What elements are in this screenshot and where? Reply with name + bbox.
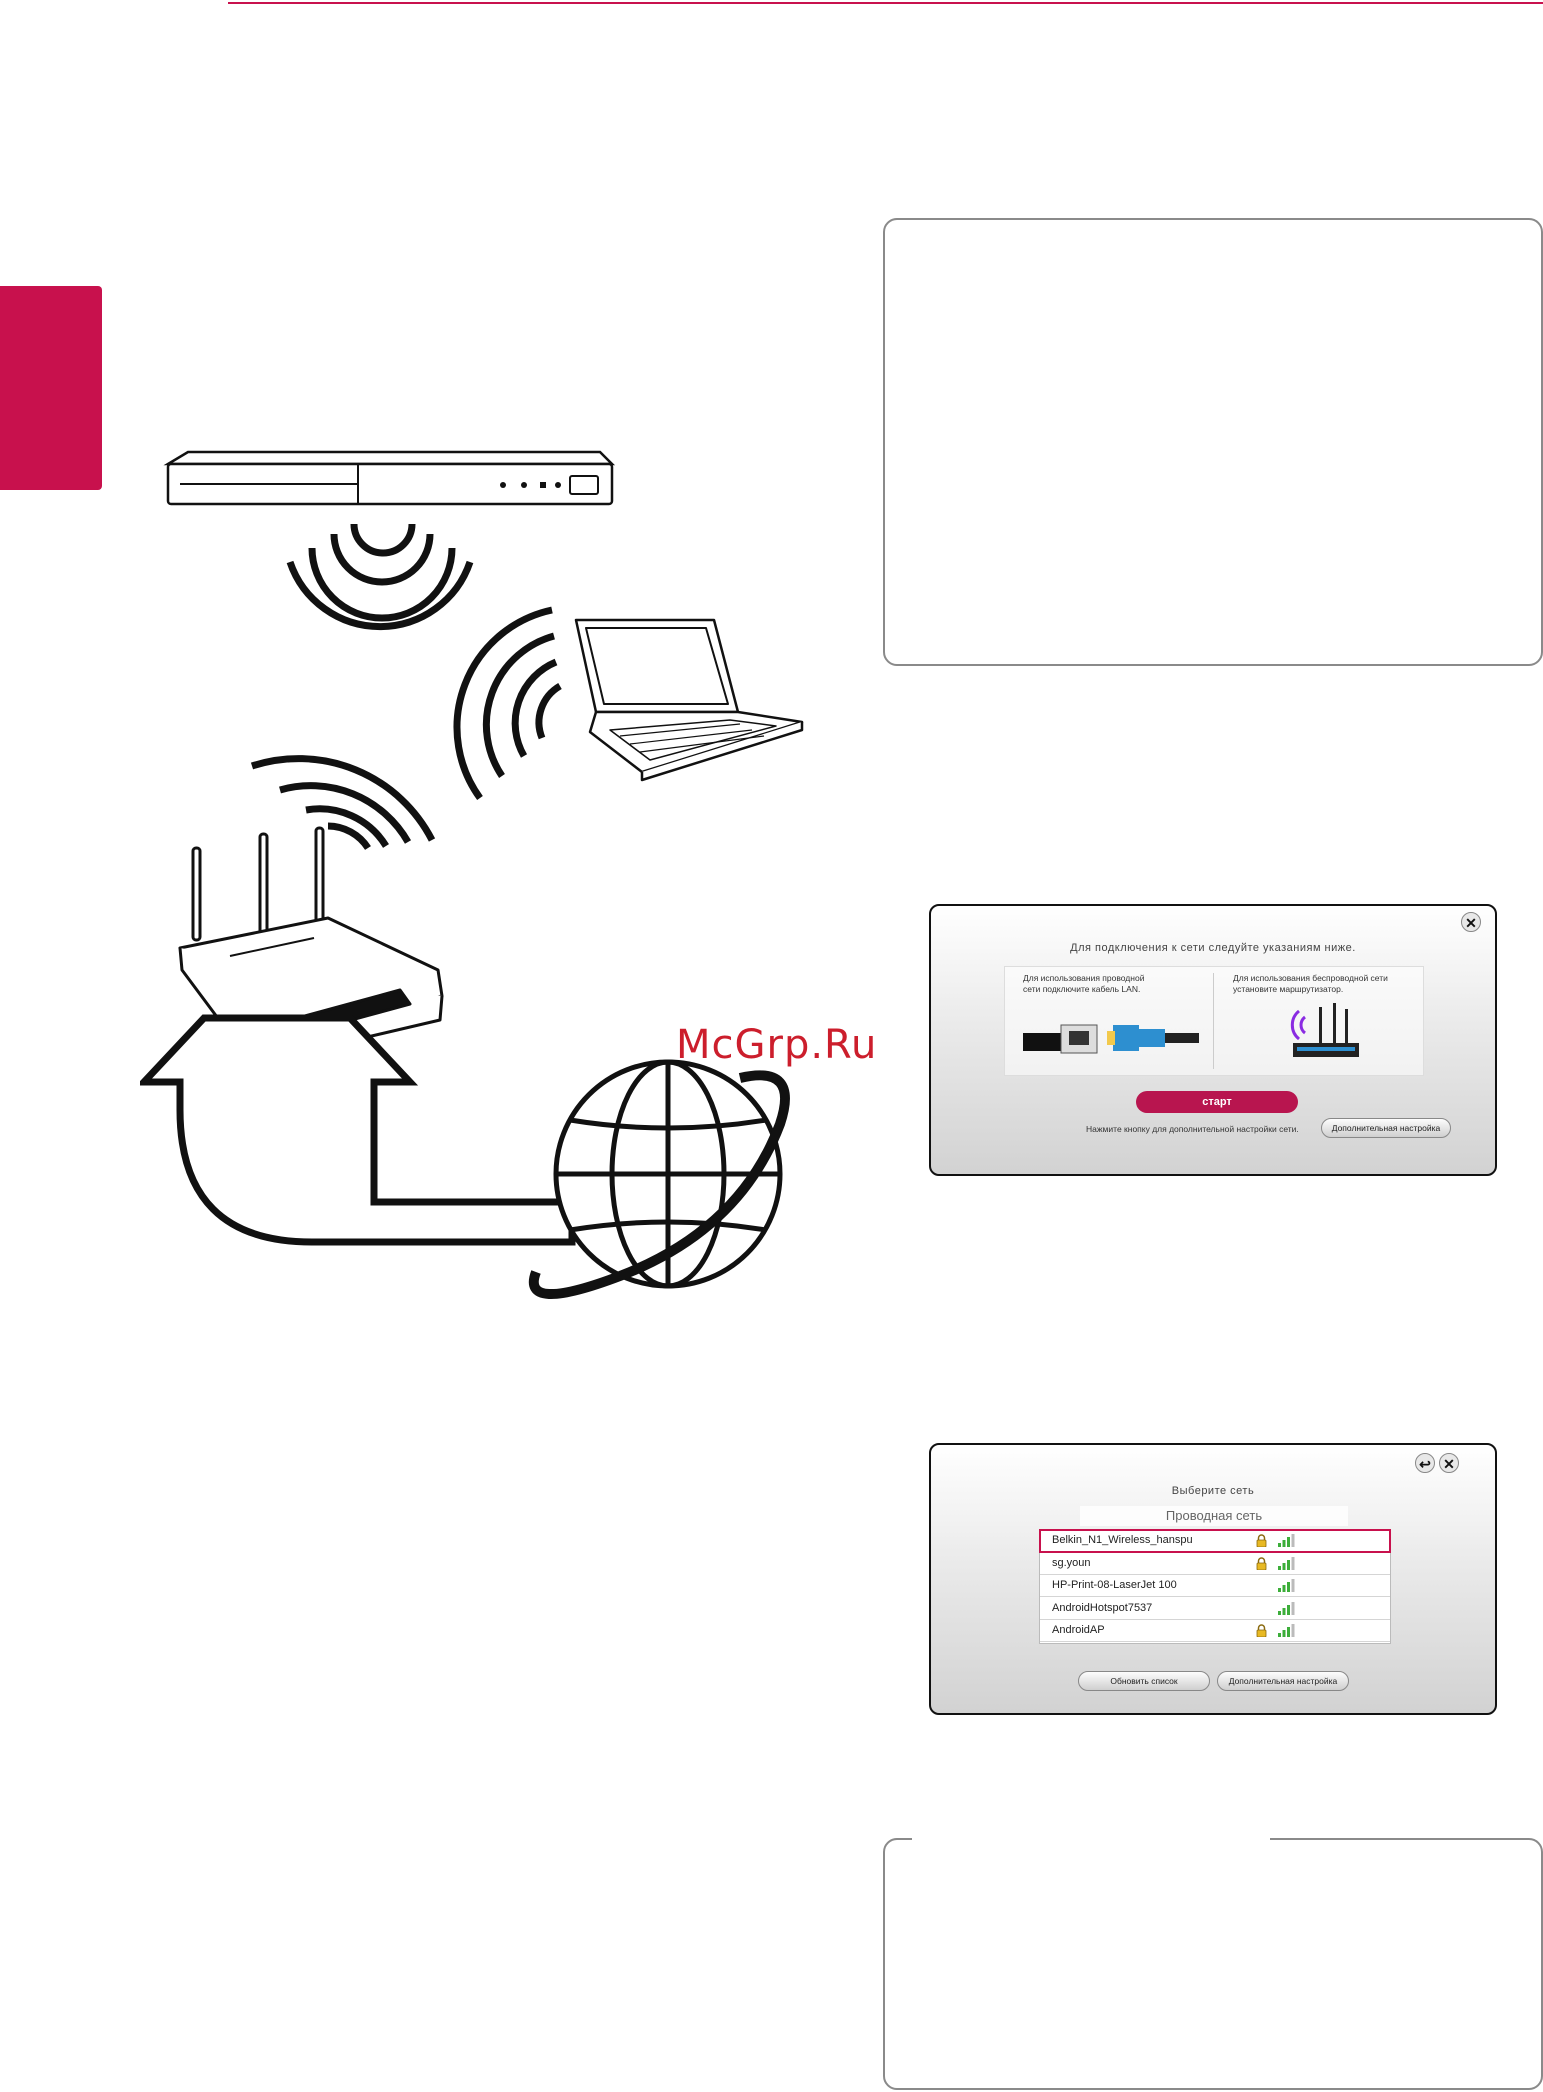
note-box-top [883, 218, 1543, 666]
network-row[interactable]: AndroidHotspot7537 [1040, 1598, 1390, 1620]
wireless-router-icon [1290, 1003, 1359, 1057]
wired-network-option[interactable]: Проводная сеть [1080, 1506, 1348, 1526]
wired-instructions: Для использования проводной сети подключ… [1023, 973, 1144, 995]
network-name: AndroidAP [1052, 1624, 1105, 1637]
watermark-text: McGrp.Ru [676, 1022, 878, 1068]
close-icon[interactable]: ✕ [1439, 1453, 1459, 1473]
note-box-heading-gap [912, 1832, 1270, 1844]
lock-icon [1256, 1624, 1267, 1638]
internet-arrow-icon [140, 1014, 576, 1246]
wifi-waves-router-icon [250, 755, 436, 851]
network-name: Belkin_N1_Wireless_hanspu [1052, 1534, 1193, 1546]
signal-strength-icon [1278, 1624, 1295, 1638]
network-row[interactable]: HP-Print-08-LaserJet 100 [1040, 1575, 1390, 1598]
laptop-icon [574, 618, 804, 782]
network-name: sg.youn [1052, 1556, 1091, 1569]
connect-screen-title: Для подключения к сети следуйте указания… [1070, 942, 1356, 954]
refresh-list-button[interactable]: Обновить список [1078, 1671, 1210, 1691]
network-row[interactable]: Belkin_N1_Wireless_hanspu [1039, 1529, 1391, 1553]
network-name: AndroidHotspot7537 [1052, 1601, 1153, 1614]
signal-strength-icon [1278, 1556, 1295, 1570]
globe-internet-icon [528, 1059, 790, 1299]
network-row[interactable]: AndroidAP [1040, 1620, 1390, 1643]
lan-cable-icon [1023, 1024, 1199, 1054]
lock-icon [1256, 1534, 1267, 1547]
top-rule [228, 2, 1543, 4]
advanced-settings-button[interactable]: Дополнительная настройка [1217, 1671, 1349, 1691]
connection-options-panel: Для использования проводной сети подключ… [1004, 966, 1424, 1076]
wired-instructions-line2: сети подключите кабель LAN. [1023, 984, 1141, 994]
note-box-bottom [883, 1838, 1543, 2090]
select-screen-title: Выберите сеть [1171, 1485, 1255, 1497]
network-connect-screen: ✕ Для подключения к сети следуйте указан… [929, 904, 1497, 1176]
start-button[interactable]: старт [1136, 1091, 1298, 1113]
panel-divider [1213, 973, 1214, 1069]
advanced-hint-text: Нажмите кнопку для дополнительной настро… [1086, 1124, 1299, 1134]
wifi-waves-player-icon [286, 523, 474, 631]
blu-ray-player-icon [163, 450, 616, 506]
wifi-waves-laptop-icon [453, 606, 562, 801]
wireless-instructions: Для использования беспроводной сети уста… [1233, 973, 1388, 995]
network-select-screen: ↩ ✕ Выберите сеть Проводная сеть Belkin_… [929, 1443, 1497, 1715]
network-name: HP-Print-08-LaserJet 100 [1052, 1579, 1177, 1592]
signal-strength-icon [1278, 1601, 1295, 1615]
network-row[interactable]: sg.youn [1040, 1553, 1390, 1575]
wired-instructions-line1: Для использования проводной [1023, 973, 1145, 983]
lock-icon [1256, 1556, 1267, 1570]
advanced-settings-button[interactable]: Дополнительная настройка [1321, 1118, 1451, 1138]
wireless-network-illustration [140, 450, 804, 1299]
wireless-instructions-line1: Для использования беспроводной сети [1233, 973, 1388, 983]
signal-strength-icon [1278, 1534, 1295, 1547]
chapter-side-tab [0, 286, 102, 490]
signal-strength-icon [1278, 1579, 1295, 1593]
back-icon[interactable]: ↩ [1415, 1453, 1435, 1473]
wireless-instructions-line2: установите маршрутизатор. [1233, 984, 1344, 994]
close-icon[interactable]: ✕ [1461, 912, 1481, 932]
